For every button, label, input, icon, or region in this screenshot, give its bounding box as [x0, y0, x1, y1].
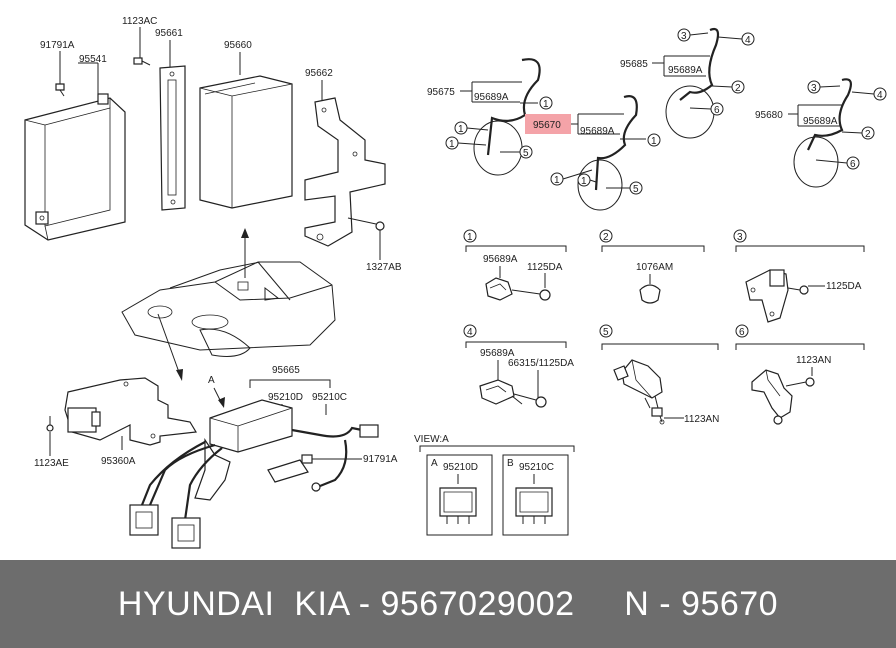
detail6-label-1123AN: 1123AN — [796, 355, 831, 366]
detail4-clip — [479, 379, 547, 408]
module-95660 — [199, 75, 293, 209]
callout-4: 4 — [877, 90, 883, 101]
car-outline — [121, 261, 336, 357]
detail-2-number: 2 — [603, 232, 609, 243]
callout-3: 3 — [681, 31, 687, 42]
screw-1123AE — [46, 416, 54, 432]
detail5-sensor — [613, 359, 665, 425]
label-1327AB: 1327AB — [366, 262, 402, 273]
detail3-label-1125DA: 1125DA — [826, 281, 862, 292]
callout-1: 1 — [449, 139, 455, 150]
screw-91791A-bottom — [301, 454, 330, 464]
label-view-a: A — [208, 375, 215, 386]
label-95360A: 95360A — [101, 456, 136, 467]
label-95670: 95670 — [533, 120, 561, 131]
detail5-label-1123AN: 1123AN — [684, 414, 719, 425]
callout-6: 6 — [850, 159, 856, 170]
label-95660: 95660 — [224, 40, 252, 51]
callout-1: 1 — [554, 175, 560, 186]
label-95685: 95685 — [620, 59, 648, 70]
bracket-95662 — [304, 97, 386, 247]
view-a-box-a: A 95210D — [426, 454, 493, 536]
detail1-clip — [485, 277, 551, 301]
parts-diagram: 91791A 95541 1123AC 95661 95660 95662 13… — [24, 16, 887, 549]
view-a-box-b-part: 95210C — [519, 462, 554, 473]
callout-3: 3 — [811, 83, 817, 94]
bracket-95541 — [24, 93, 126, 241]
bracket-95360A — [64, 377, 197, 446]
label-95689A-2: 95689A — [580, 126, 615, 137]
view-a-box-a-part: 95210D — [443, 462, 478, 473]
label-95541: 95541 — [79, 54, 107, 65]
screw-1327AB — [347, 217, 385, 231]
detail1-label-95689A: 95689A — [483, 254, 518, 265]
harness-95685 — [665, 27, 720, 139]
label-95689A-3: 95689A — [668, 65, 703, 76]
screw-1123AC — [133, 57, 151, 66]
screw-91791A-top — [55, 83, 65, 97]
detail-3-number: 3 — [737, 232, 743, 243]
view-a-box-b: B 95210C — [502, 454, 569, 536]
callout-4: 4 — [745, 35, 751, 46]
detail-1-number: 1 — [467, 232, 473, 243]
label-95680: 95680 — [755, 110, 783, 121]
callout-1: 1 — [581, 176, 587, 187]
detail2-grommet — [639, 284, 661, 304]
view-a-box-a-letter: A — [431, 458, 438, 469]
highlight-95670 — [525, 114, 571, 134]
callout-1: 1 — [543, 99, 549, 110]
label-95689A-1: 95689A — [474, 92, 509, 103]
label-1123AC: 1123AC — [122, 16, 157, 27]
footer-part-number-text: HYUNDAI KIA - 9567029002 N - 95670 — [117, 584, 779, 623]
detail-4-number: 4 — [467, 327, 473, 338]
detail6-sensor — [751, 369, 815, 425]
label-91791A-top: 91791A — [40, 40, 75, 51]
callout-2: 2 — [865, 129, 871, 140]
detail3-clip — [745, 269, 809, 323]
callout-5: 5 — [633, 184, 639, 195]
harness-95680 — [793, 78, 853, 188]
detail4-label-95689A: 95689A — [480, 348, 515, 359]
label-95661: 95661 — [155, 28, 183, 39]
harness-95670 — [577, 95, 638, 211]
detail-5-number: 5 — [603, 327, 609, 338]
label-95689A-4: 95689A — [803, 116, 838, 127]
view-a-title: VIEW:A — [414, 434, 449, 445]
view-a-box-b-letter: B — [507, 458, 514, 469]
strip-95661 — [159, 65, 186, 211]
detail4-label-66315: 66315/1125DA — [508, 358, 574, 369]
label-91791A-bottom: 91791A — [363, 454, 398, 465]
callout-1: 1 — [651, 136, 657, 147]
callout-1: 1 — [458, 124, 464, 135]
callout-2: 2 — [735, 83, 741, 94]
label-95210C: 95210C — [312, 392, 347, 403]
label-95665: 95665 — [272, 365, 300, 376]
footer-banner: HYUNDAI KIA - 9567029002 N - 95670 — [0, 560, 896, 648]
diagram-canvas: 91791A 95541 1123AC 95661 95660 95662 13… — [24, 16, 887, 549]
callout-5: 5 — [523, 148, 529, 159]
callout-6: 6 — [714, 105, 720, 116]
label-95662: 95662 — [305, 68, 333, 79]
detail2-label-1076AM: 1076AM — [636, 262, 673, 273]
detail1-label-1125DA: 1125DA — [527, 262, 563, 273]
detail-6-number: 6 — [739, 327, 745, 338]
label-1123AE: 1123AE — [34, 458, 69, 469]
label-95675: 95675 — [427, 87, 455, 98]
relay-assembly-95665 — [129, 399, 379, 549]
label-95210D: 95210D — [268, 392, 303, 403]
